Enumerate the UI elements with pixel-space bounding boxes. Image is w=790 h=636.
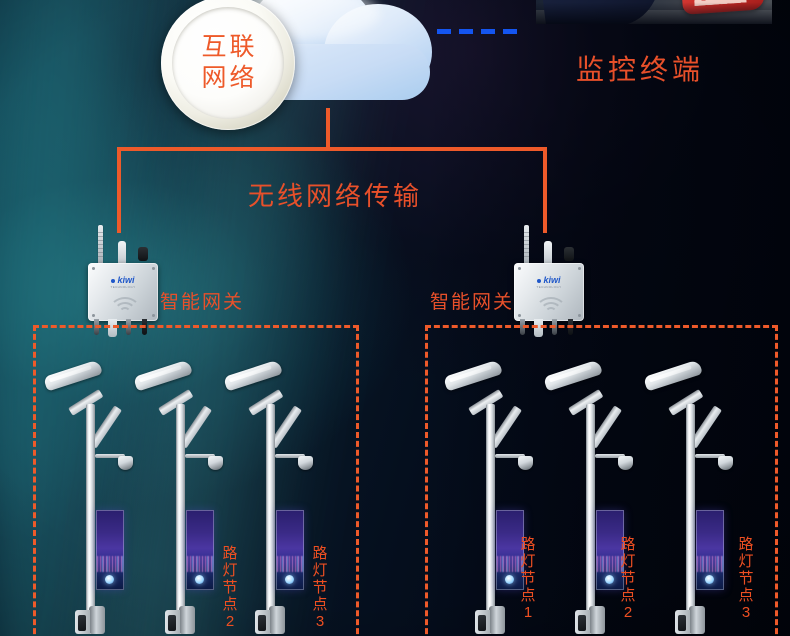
cloud-downlink-line <box>326 108 330 150</box>
led-display-icon <box>96 510 124 590</box>
street-lamp-node <box>132 359 228 634</box>
internet-badge-line1: 互联 <box>201 33 258 61</box>
pole-charging-unit <box>75 610 90 634</box>
led-display-icon <box>186 510 214 590</box>
left-node-group-box <box>33 325 359 636</box>
lamp-pole <box>86 404 95 634</box>
dome-camera-icon <box>208 456 223 470</box>
photo-fade <box>536 0 772 24</box>
pole-control-box <box>179 606 195 634</box>
lamp-pole <box>176 404 185 634</box>
camera-bracket <box>695 454 725 458</box>
gateway-brand-logo: kiwi TECHNOLOGY <box>88 275 158 289</box>
connector-knob <box>138 247 148 261</box>
luminaire-head <box>43 359 103 392</box>
led-display-icon <box>596 510 624 590</box>
gateway-left-label: 智能网关 <box>160 292 245 313</box>
brand-dot-icon <box>537 278 542 283</box>
brand-subtitle: TECHNOLOGY <box>536 285 562 289</box>
cable-gland <box>534 319 543 337</box>
wifi-signal-icon <box>106 295 141 313</box>
backbone-line <box>117 147 547 151</box>
antenna-icon <box>524 225 529 265</box>
brand-name: kiwi <box>117 275 135 285</box>
right-node-group-box <box>425 325 778 636</box>
luminaire-head <box>133 359 193 392</box>
street-lamp-node <box>442 359 538 634</box>
brand-name: kiwi <box>543 275 561 285</box>
pole-control-box <box>589 606 605 634</box>
lamp-pole <box>266 404 275 634</box>
smart-gateway-right: kiwi TECHNOLOGY <box>512 225 586 337</box>
connector-knob <box>564 247 574 261</box>
camera-bracket <box>495 454 525 458</box>
pole-charging-unit <box>255 610 270 634</box>
node-label-right-1: 路 灯 节 点 1 <box>520 536 536 621</box>
camera-bracket <box>185 454 215 458</box>
pole-control-box <box>269 606 285 634</box>
pole-charging-unit <box>575 610 590 634</box>
node-label-right-3: 路 灯 节 点 3 <box>738 536 754 621</box>
luminaire-head <box>543 359 603 392</box>
pole-charging-unit <box>475 610 490 634</box>
street-lamp-node <box>222 359 318 634</box>
brand-subtitle: TECHNOLOGY <box>110 285 136 289</box>
gateway-right-label: 智能网关 <box>430 292 515 313</box>
gateway-left-link-line <box>117 147 121 233</box>
gateway-enclosure: kiwi TECHNOLOGY <box>88 263 158 321</box>
led-display-icon <box>276 510 304 590</box>
dome-camera-icon <box>298 456 313 470</box>
lamp-pole <box>686 404 695 634</box>
antenna-icon <box>118 241 126 269</box>
luminaire-head <box>223 359 283 392</box>
monitor-terminal-label: 监控终端 <box>576 54 705 85</box>
gateway-right-link-line <box>543 147 547 233</box>
gateway-enclosure: kiwi TECHNOLOGY <box>514 263 584 321</box>
camera-bracket <box>275 454 305 458</box>
led-display-icon <box>496 510 524 590</box>
internet-badge-line2: 网络 <box>201 64 258 92</box>
lamp-pole <box>486 404 495 634</box>
street-lamp-node <box>642 359 738 634</box>
led-display-icon <box>696 510 724 590</box>
dome-camera-icon <box>118 456 133 470</box>
wireless-transmission-label: 无线网络传输 <box>248 181 423 211</box>
brand-dot-icon <box>111 278 116 283</box>
pole-charging-unit <box>165 610 180 634</box>
luminaire-head <box>643 359 703 392</box>
lamp-pole <box>586 404 595 634</box>
luminaire-head <box>443 359 503 392</box>
street-lamp-node <box>42 359 138 634</box>
pole-charging-unit <box>675 610 690 634</box>
pole-control-box <box>689 606 705 634</box>
dome-camera-icon <box>618 456 633 470</box>
antenna-icon <box>98 225 103 265</box>
cloud-to-monitor-link <box>437 29 523 34</box>
cable-gland <box>108 319 117 337</box>
monitor-terminal-photo <box>536 0 772 24</box>
wifi-arc <box>109 297 141 325</box>
wifi-signal-icon <box>532 295 567 313</box>
gateway-brand-logo: kiwi TECHNOLOGY <box>514 275 584 289</box>
dome-camera-icon <box>718 456 733 470</box>
pole-control-box <box>89 606 105 634</box>
wifi-arc <box>535 297 567 325</box>
smart-gateway-left: kiwi TECHNOLOGY <box>86 225 160 337</box>
camera-bracket <box>595 454 625 458</box>
node-label-left-2: 路 灯 节 点 2 <box>222 545 238 630</box>
antenna-icon <box>544 241 552 269</box>
internet-badge: 互联 网络 <box>161 0 295 130</box>
node-label-left-3: 路 灯 节 点 3 <box>312 545 328 630</box>
pole-control-box <box>489 606 505 634</box>
internet-badge-inner: 互联 网络 <box>172 7 284 119</box>
street-lamp-node <box>542 359 638 634</box>
node-label-right-2: 路 灯 节 点 2 <box>620 536 636 621</box>
dome-camera-icon <box>518 456 533 470</box>
camera-bracket <box>95 454 125 458</box>
